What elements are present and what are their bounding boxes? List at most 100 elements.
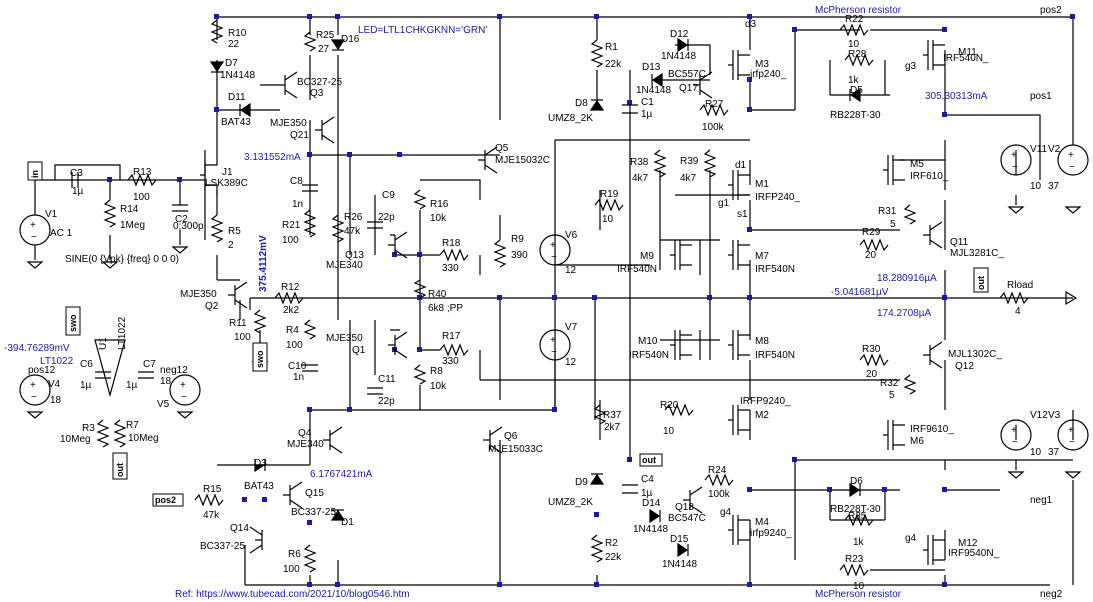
label-D8: D8 (575, 98, 588, 109)
label-R39v: 4k7 (680, 173, 697, 184)
label-text: + (1011, 425, 1017, 436)
label-d1: d1 (735, 160, 747, 171)
label-pos12: pos12 (28, 365, 56, 376)
diode-D8 (589, 99, 605, 111)
label-R5v: 2 (228, 240, 234, 251)
label-R28: R28 (848, 49, 867, 60)
meas-3131552mA: 3.131552mA (244, 152, 301, 163)
label-R35v: 1k (853, 537, 865, 548)
label-M11: M11 (958, 47, 977, 58)
label-R6v: 100 (283, 564, 300, 575)
label-D7v: 1N4148 (220, 70, 255, 81)
label-Q6v: MJE15033C (488, 444, 543, 455)
label-R24: R24 (708, 465, 727, 476)
lt1022-label: LT1022 (40, 356, 74, 367)
resistor-R12 (274, 291, 304, 305)
label-J1: J1 (222, 167, 233, 178)
capacitor-C7 (138, 371, 154, 379)
resistor-R21 (303, 209, 317, 238)
diode-D13 (651, 72, 663, 88)
mcpherson-top: McPherson resistor (815, 5, 902, 16)
label-R26v: 47k (344, 226, 361, 237)
label-neg1: neg1 (1030, 495, 1053, 506)
resistor-R10 (210, 19, 224, 44)
resistor-R26 (331, 214, 345, 243)
label-R27: R27 (705, 99, 724, 110)
diode-D14 (649, 508, 661, 524)
resistor-R5 (210, 214, 224, 243)
label-D6v: RB228T-30 (830, 504, 881, 515)
label-neg12: neg12 (160, 365, 188, 376)
label-R15: R15 (203, 484, 222, 495)
label-Q2v: MJE350 (180, 289, 217, 300)
wiring (34, 16, 1074, 586)
label-D8v: UMZ8_2K (548, 113, 593, 124)
label-Q1v: MJE350 (326, 333, 363, 344)
label-Q17v: BC557C (668, 69, 706, 80)
label-D5v: RB228T-30 (830, 110, 881, 121)
label-M9v: IRF540N (617, 264, 657, 275)
component-labels: pos2 pos1 neg1 neg2 pos12 neg12 SINE(0 {… (28, 5, 1063, 600)
flag-pos2: pos2 (155, 495, 176, 505)
label-M2v: IRFP9240_ (740, 396, 791, 407)
label-D14v: 1N4148 (633, 524, 668, 535)
label-text: + (550, 240, 556, 251)
label-M3v: irfp240_ (750, 69, 787, 80)
label-R22v: 10 (848, 39, 860, 50)
label-C9v: 22p (378, 212, 395, 223)
label-Q2: Q2 (205, 301, 219, 312)
transistor-Q15 (283, 481, 303, 509)
label-R37: R37 (603, 410, 622, 421)
transistor-J1 (200, 150, 218, 195)
label-D12: D12 (670, 29, 689, 40)
label-D12v: 1N4148 (661, 51, 696, 62)
label-R24v: 100k (708, 489, 731, 500)
label-D13: D13 (642, 62, 661, 73)
capacitor-C8 (302, 184, 318, 192)
label-Q18: Q18 (675, 502, 694, 513)
label-Q6: Q6 (504, 431, 518, 442)
source-V7 (539, 329, 571, 361)
label-C4v: 1µ (641, 488, 653, 499)
transistor-Q13 (388, 231, 408, 259)
capacitor-C4 (622, 484, 638, 494)
flag-swo-2: swo (255, 350, 265, 368)
label-R4: R4 (286, 325, 299, 336)
label-R31: R31 (878, 206, 897, 217)
label-Q5: Q5 (495, 143, 509, 154)
label-V12: V12 (1030, 410, 1048, 421)
diode-D9 (589, 473, 605, 485)
label-C10v: 1n (293, 372, 304, 383)
label-D11v: BAT43 (221, 117, 251, 128)
source-V4 (19, 374, 51, 406)
label-D1: D1 (341, 517, 354, 528)
meas-18uA: 18.280916µA (877, 273, 937, 284)
resistor-R16 (413, 189, 427, 210)
label-sine: SINE(0 {Vpk} {freq} 0 0 0) (65, 254, 179, 265)
label-C11: C11 (378, 374, 396, 385)
label-V4v: 18 (50, 395, 62, 406)
label-Q4v: MJE340 (287, 439, 324, 450)
label-C9: C9 (382, 190, 395, 201)
label-D14: D14 (642, 498, 661, 509)
transistor-Q17 (693, 71, 713, 99)
label-Q15v: BC337-25 (291, 507, 336, 518)
label-Q17: Q17 (679, 83, 698, 94)
source-V3 (1057, 419, 1089, 451)
label-R7: R7 (126, 420, 139, 431)
label-R40: R40 (428, 289, 447, 300)
label-g4b: g4 (905, 533, 917, 544)
voltage-sources: +− +− +− +− +− +− +− +− +− (19, 144, 1089, 451)
label-R12v: 2k2 (283, 305, 300, 316)
label-C11v: 22p (378, 396, 395, 407)
label-R29: R29 (862, 227, 881, 238)
label-text: + (180, 380, 186, 391)
label-R30: R30 (862, 344, 881, 355)
resistor-R15 (194, 493, 224, 507)
label-D9v: UMZ8_2K (548, 497, 593, 508)
label-Q11v: MJL3281C_ (950, 248, 1004, 259)
resistor-R9 (493, 239, 507, 268)
label-Q3v: BC327-25 (297, 77, 342, 88)
transistor-Q4 (323, 426, 343, 454)
label-V6v: 12 (565, 265, 577, 276)
